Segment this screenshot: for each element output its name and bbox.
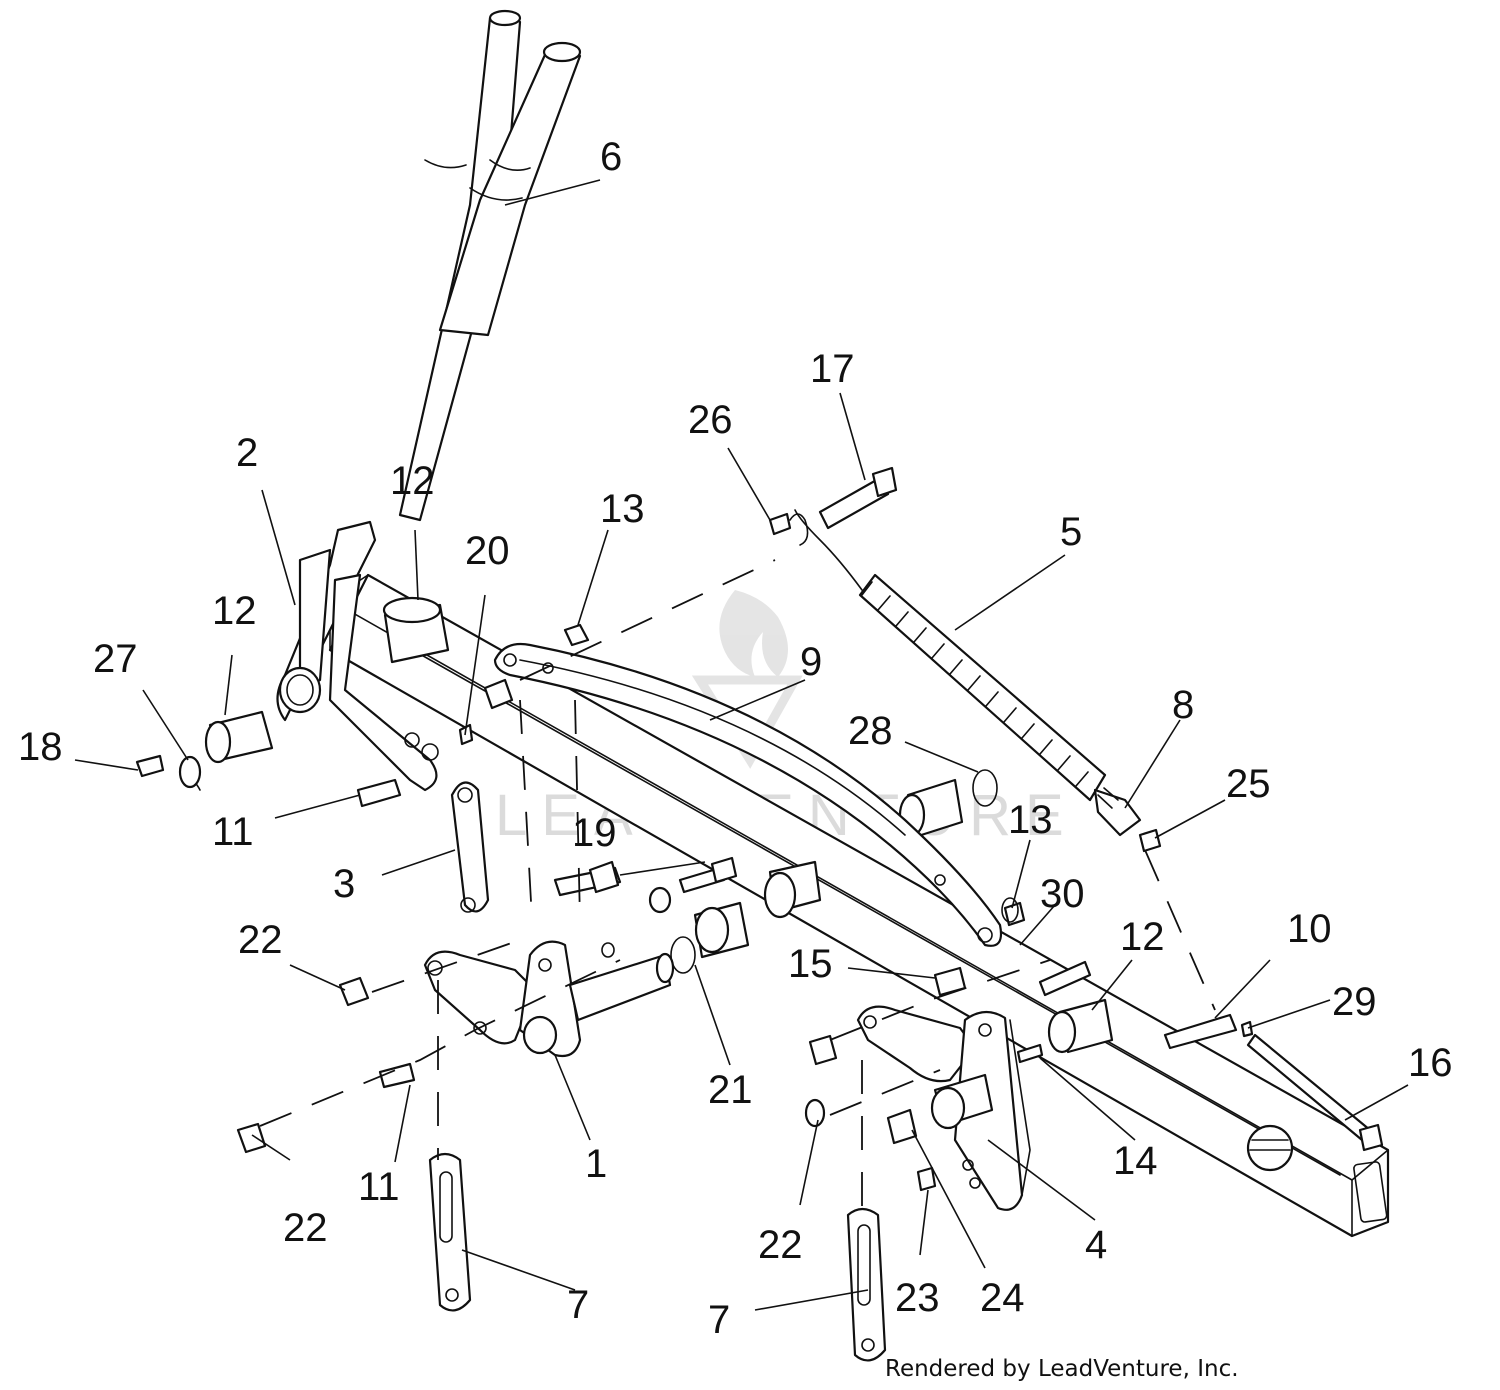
bushing-12-left <box>204 710 274 764</box>
callout-2: 2 <box>236 431 258 475</box>
callout-17: 17 <box>810 347 855 391</box>
callout-12: 12 <box>390 459 435 503</box>
callout-23: 23 <box>895 1276 940 1320</box>
callout-3: 3 <box>333 862 355 906</box>
callout-19: 19 <box>572 811 617 855</box>
callout-12: 12 <box>212 589 257 633</box>
short-link-3 <box>450 781 490 913</box>
callout-22: 22 <box>758 1223 803 1267</box>
callout-13: 13 <box>600 487 645 531</box>
leader-lines <box>74 179 1409 1311</box>
callout-13: 13 <box>1008 798 1053 842</box>
callout-14: 14 <box>1113 1139 1158 1183</box>
callout-5: 5 <box>1060 510 1082 554</box>
callout-8: 8 <box>1172 683 1194 727</box>
tube-sleeve <box>763 860 822 919</box>
footer-credit: Rendered by LeadVenture, Inc. <box>885 1356 1239 1382</box>
callout-1: 1 <box>585 1142 607 1186</box>
callout-18: 18 <box>18 725 63 769</box>
callout-4: 4 <box>1085 1223 1107 1267</box>
callout-28: 28 <box>848 709 893 753</box>
callout-11: 11 <box>358 1165 400 1209</box>
bushing-12-upper <box>382 596 450 664</box>
callout-30: 30 <box>1040 872 1085 916</box>
frame-tube <box>328 573 1390 1238</box>
long-link-arm <box>493 642 1003 947</box>
pivot-bracket-4 <box>856 1005 1031 1211</box>
callout-29: 29 <box>1332 980 1377 1024</box>
bushing-21 <box>670 901 750 974</box>
callout-15: 15 <box>788 942 833 986</box>
slotted-link-7-right <box>846 1207 887 1362</box>
callout-10: 10 <box>1287 907 1332 951</box>
pivot-bracket-1 <box>423 940 675 1058</box>
callout-27: 27 <box>93 637 138 681</box>
callout-12: 12 <box>1120 915 1165 959</box>
slotted-link-7-left <box>428 1152 472 1312</box>
callout-21: 21 <box>708 1068 753 1112</box>
tension-spring <box>794 509 1142 837</box>
handle-grips <box>398 9 582 522</box>
small-hardware <box>135 466 1384 1192</box>
callout-24: 24 <box>980 1276 1025 1320</box>
watermark-flame-icon <box>719 590 788 677</box>
callout-labels: 6 2 12 20 12 27 18 11 3 22 22 11 1 7 21 … <box>18 135 1453 1342</box>
callout-9: 9 <box>800 640 822 684</box>
callout-7: 7 <box>708 1298 730 1342</box>
callout-22: 22 <box>283 1206 328 1250</box>
callout-25: 25 <box>1226 762 1271 806</box>
callout-7: 7 <box>567 1283 589 1327</box>
callout-6: 6 <box>600 135 622 179</box>
control-lever-left <box>276 520 439 792</box>
callout-11: 11 <box>212 810 254 854</box>
callout-22: 22 <box>238 918 283 962</box>
callout-20: 20 <box>465 529 510 573</box>
callout-16: 16 <box>1408 1041 1453 1085</box>
assembly-centerlines <box>259 559 1216 1215</box>
callout-26: 26 <box>688 398 733 442</box>
bushing-12-right <box>1047 998 1114 1054</box>
